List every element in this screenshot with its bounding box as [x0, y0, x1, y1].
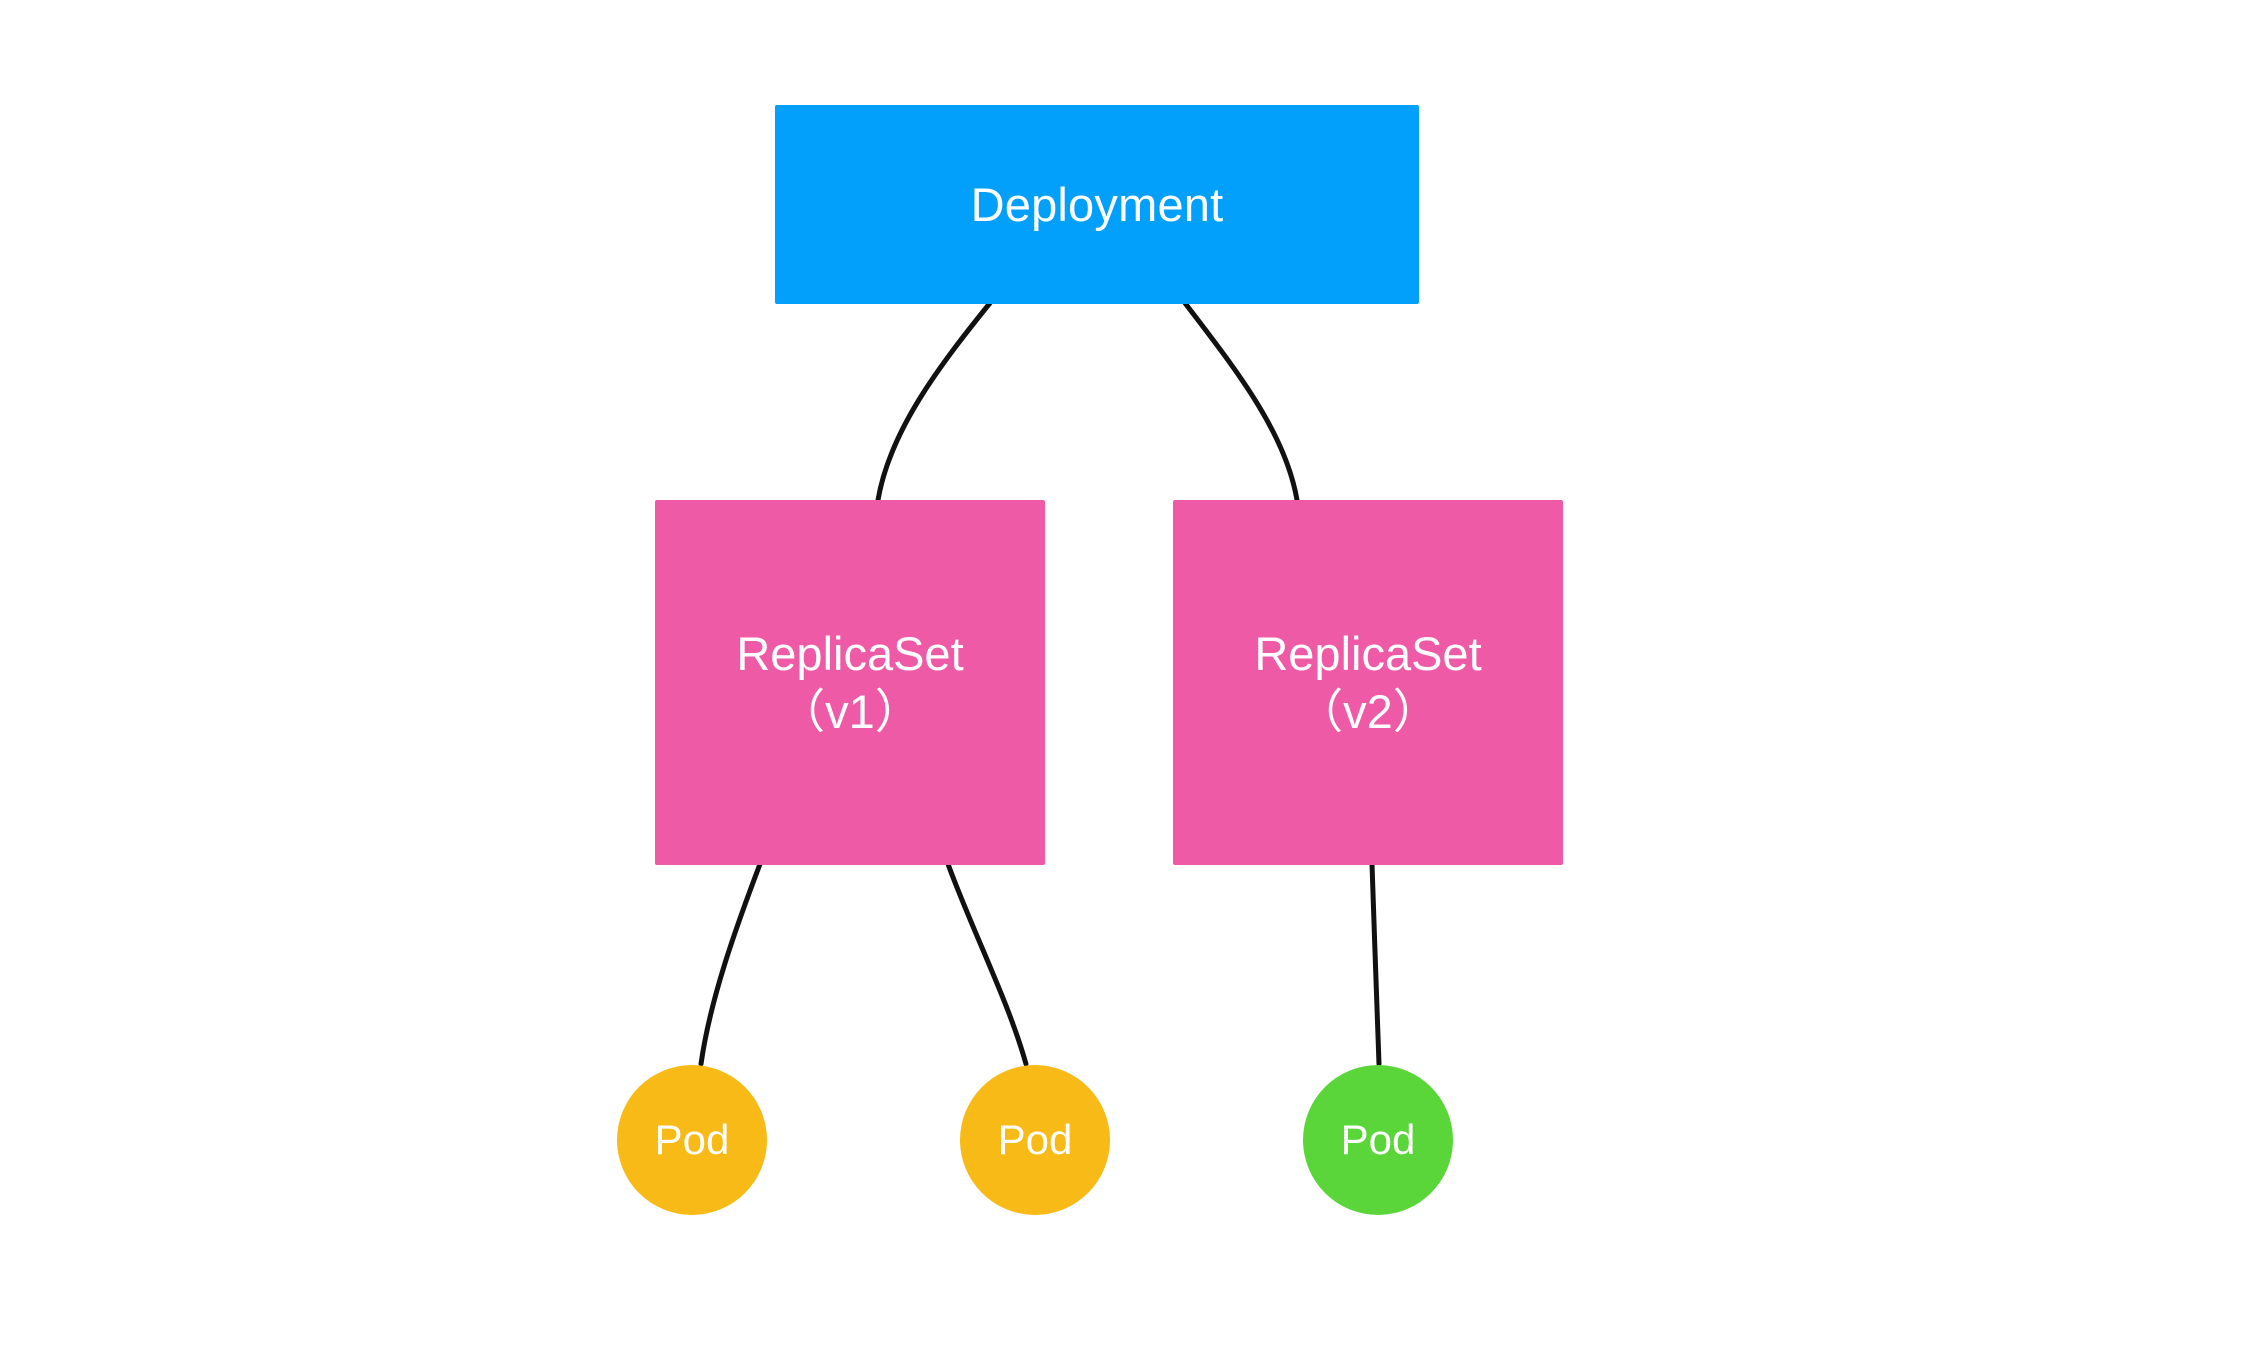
node-replicaset-v2-label: ReplicaSet （v2） — [1254, 627, 1482, 738]
edge-replicaset-v1-to-pod-2 — [945, 861, 1029, 1067]
edge-replicaset-v2-to-pod-3 — [1369, 861, 1382, 1067]
node-replicaset-v1-label: ReplicaSet （v1） — [736, 627, 964, 738]
edge-deployment-to-replicaset-v2 — [1182, 300, 1300, 503]
node-pod-3[interactable]: Pod — [1303, 1065, 1453, 1215]
node-replicaset-v1[interactable]: ReplicaSet （v1） — [655, 500, 1045, 865]
node-pod-1-label: Pod — [654, 1116, 730, 1164]
node-replicaset-v2[interactable]: ReplicaSet （v2） — [1173, 500, 1563, 865]
node-deployment-label: Deployment — [970, 177, 1224, 231]
node-pod-1[interactable]: Pod — [617, 1065, 767, 1215]
node-pod-3-label: Pod — [1340, 1116, 1416, 1164]
node-pod-2[interactable]: Pod — [960, 1065, 1110, 1215]
node-deployment[interactable]: Deployment — [775, 105, 1419, 304]
edge-deployment-to-replicaset-v1 — [875, 300, 993, 503]
edge-replicaset-v1-to-pod-1 — [698, 861, 763, 1067]
node-pod-2-label: Pod — [997, 1116, 1073, 1164]
